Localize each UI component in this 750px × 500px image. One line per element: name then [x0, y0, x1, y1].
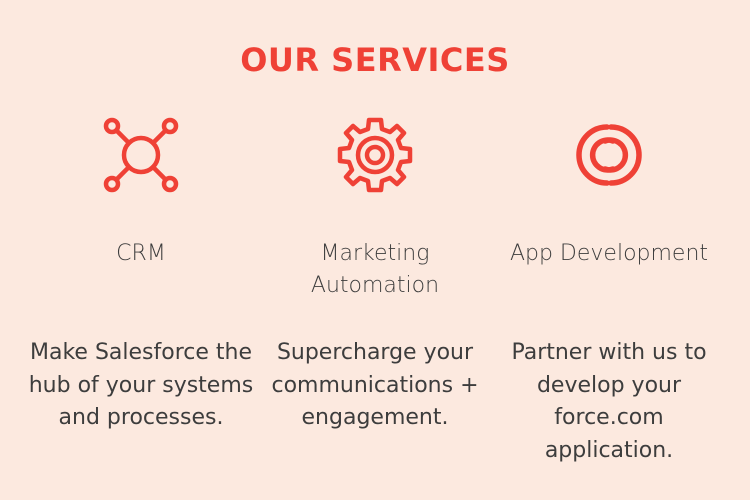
service-card-marketing-automation: Marketing Automation Supercharge your co… [260, 0, 490, 500]
service-card-app-development: App Development Partner with us to devel… [494, 0, 724, 500]
service-description: Supercharge your communications + engage… [271, 340, 479, 430]
service-description: Make Salesforce the hub of your systems … [28, 340, 254, 430]
network-hub-icon [101, 115, 181, 195]
service-heading: CRM [116, 241, 166, 266]
service-description: Partner with us to develop your force.co… [511, 340, 707, 463]
service-heading: App Development [509, 241, 709, 266]
gear-icon [335, 115, 415, 195]
service-card-crm: CRM Make Salesforce the hub of your syst… [26, 0, 256, 500]
section-title: OUR SERVICES [240, 41, 510, 79]
service-heading: Marketing Automation [310, 241, 440, 298]
linked-rings-icon [569, 115, 649, 195]
